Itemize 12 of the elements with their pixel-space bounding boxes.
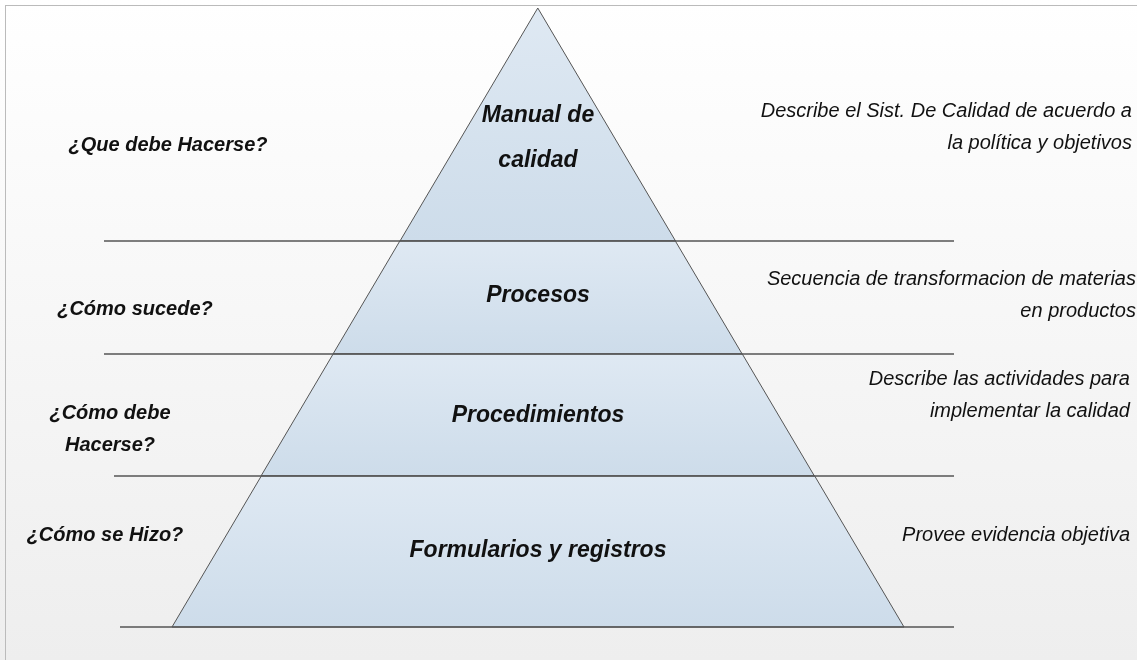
question-text: ¿Que debe Hacerse? — [67, 132, 269, 157]
description-text: Describe el Sist. De Calidad de acuerdo a la política y objetivos — [759, 98, 1132, 155]
question-text: ¿Cómo debe Hacerse? — [48, 400, 172, 457]
question-text: ¿Cómo sucede? — [56, 296, 214, 321]
description-text: Describe las actividades para implementar la calidad — [867, 366, 1130, 423]
level-title: Formularios y registros — [408, 535, 668, 564]
level-title: Procedimientos — [450, 400, 626, 429]
question-text: ¿Cómo se Hizo? — [25, 522, 185, 547]
level-title: Manual de calidad — [480, 100, 596, 174]
description-text: Secuencia de transformacion de materias en productos — [765, 266, 1136, 323]
level-title: Procesos — [485, 280, 591, 309]
description-text: Provee evidencia objetiva — [901, 522, 1130, 547]
